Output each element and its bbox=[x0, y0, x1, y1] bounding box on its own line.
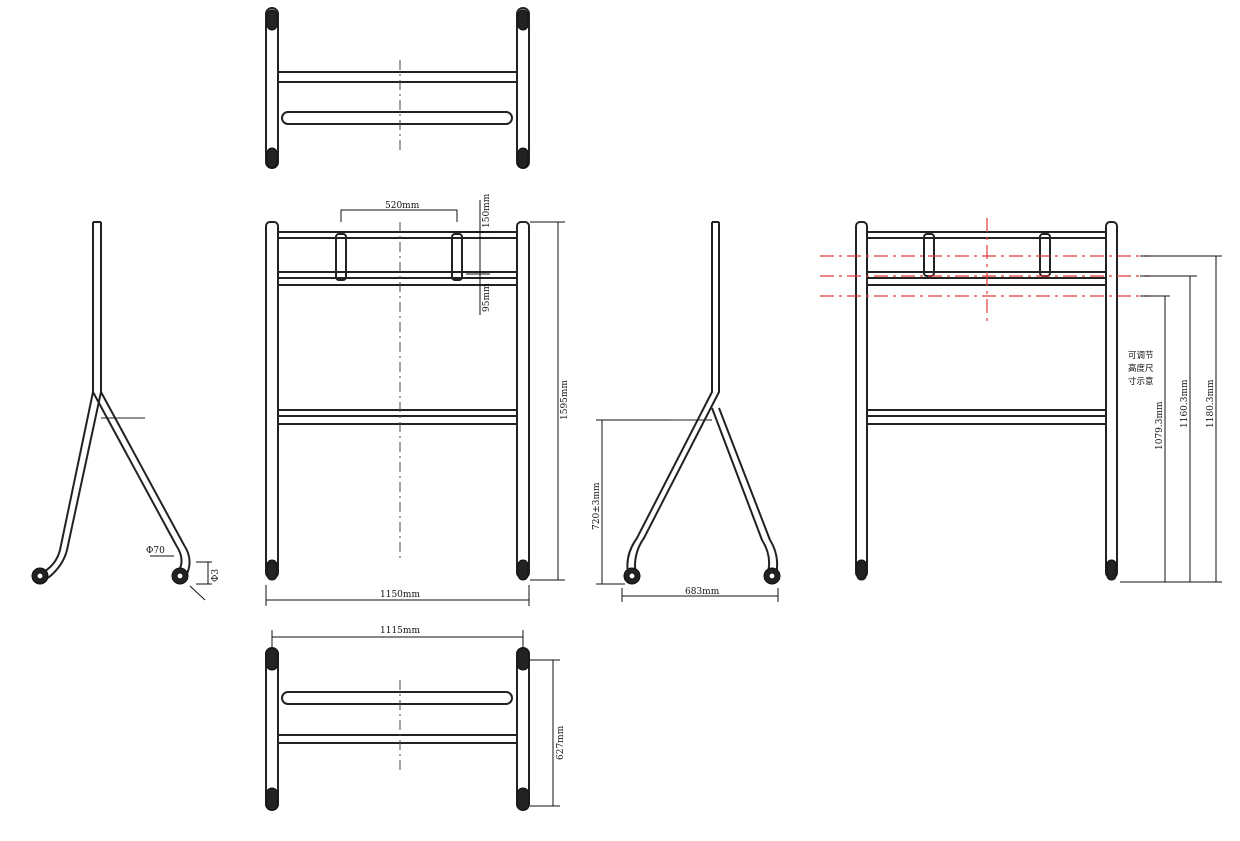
shelf-height-label: 720±3mm bbox=[592, 482, 602, 530]
rear-view-adjustable bbox=[820, 218, 1222, 583]
front-view bbox=[265, 200, 565, 606]
mount-height-label: 150mm bbox=[482, 193, 492, 228]
total-height-label: 1595mm bbox=[560, 380, 570, 420]
wheelbase-width-label: 1115mm bbox=[380, 626, 420, 636]
mount-offset-label: 95mm bbox=[482, 283, 492, 312]
height-1-label: 1079.3mm bbox=[1155, 401, 1165, 450]
overall-width-label: 1150mm bbox=[380, 590, 420, 600]
height-2-label: 1160.3mm bbox=[1180, 379, 1190, 428]
adjustable-note-line3: 寸示意 bbox=[1128, 376, 1154, 387]
side-view-right bbox=[596, 221, 781, 602]
top-view-upper bbox=[265, 7, 530, 169]
top-view-lower bbox=[265, 630, 560, 811]
side-view-left bbox=[31, 221, 212, 601]
height-3-label: 1180.3mm bbox=[1206, 379, 1216, 428]
adjustable-note-line2: 高度尺 bbox=[1128, 363, 1154, 374]
base-depth-label: 627mm bbox=[556, 725, 566, 760]
mount-spacing-label: 520mm bbox=[385, 201, 420, 211]
tube-thickness-label: Φ3 bbox=[211, 569, 221, 582]
adjustable-note-line1: 可调节 bbox=[1128, 351, 1154, 361]
tube-diameter-label: Φ70 bbox=[146, 546, 165, 556]
side-depth-label: 683mm bbox=[685, 587, 720, 597]
